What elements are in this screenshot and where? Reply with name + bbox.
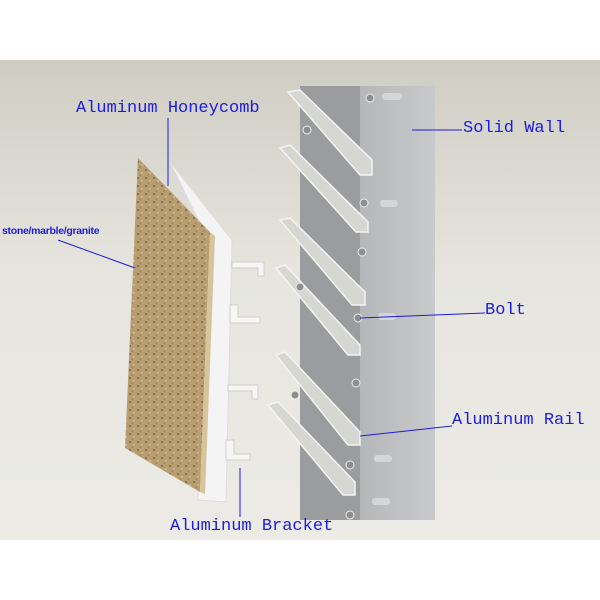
label-aluminum-honeycomb: Aluminum Honeycomb <box>76 99 260 118</box>
leader-lines <box>57 118 486 517</box>
aluminum-rails <box>266 89 373 496</box>
label-aluminum-bracket: Aluminum Bracket <box>170 517 334 536</box>
label-aluminum-rail: Aluminum Rail <box>452 411 585 430</box>
label-stone-marble-granite: stone/marble/granite <box>2 225 100 237</box>
bolts <box>290 93 375 520</box>
label-solid-wall: Solid Wall <box>463 119 566 138</box>
stone-panel <box>125 158 210 492</box>
aluminum-brackets <box>225 261 265 461</box>
label-bolt: Bolt <box>485 301 526 320</box>
